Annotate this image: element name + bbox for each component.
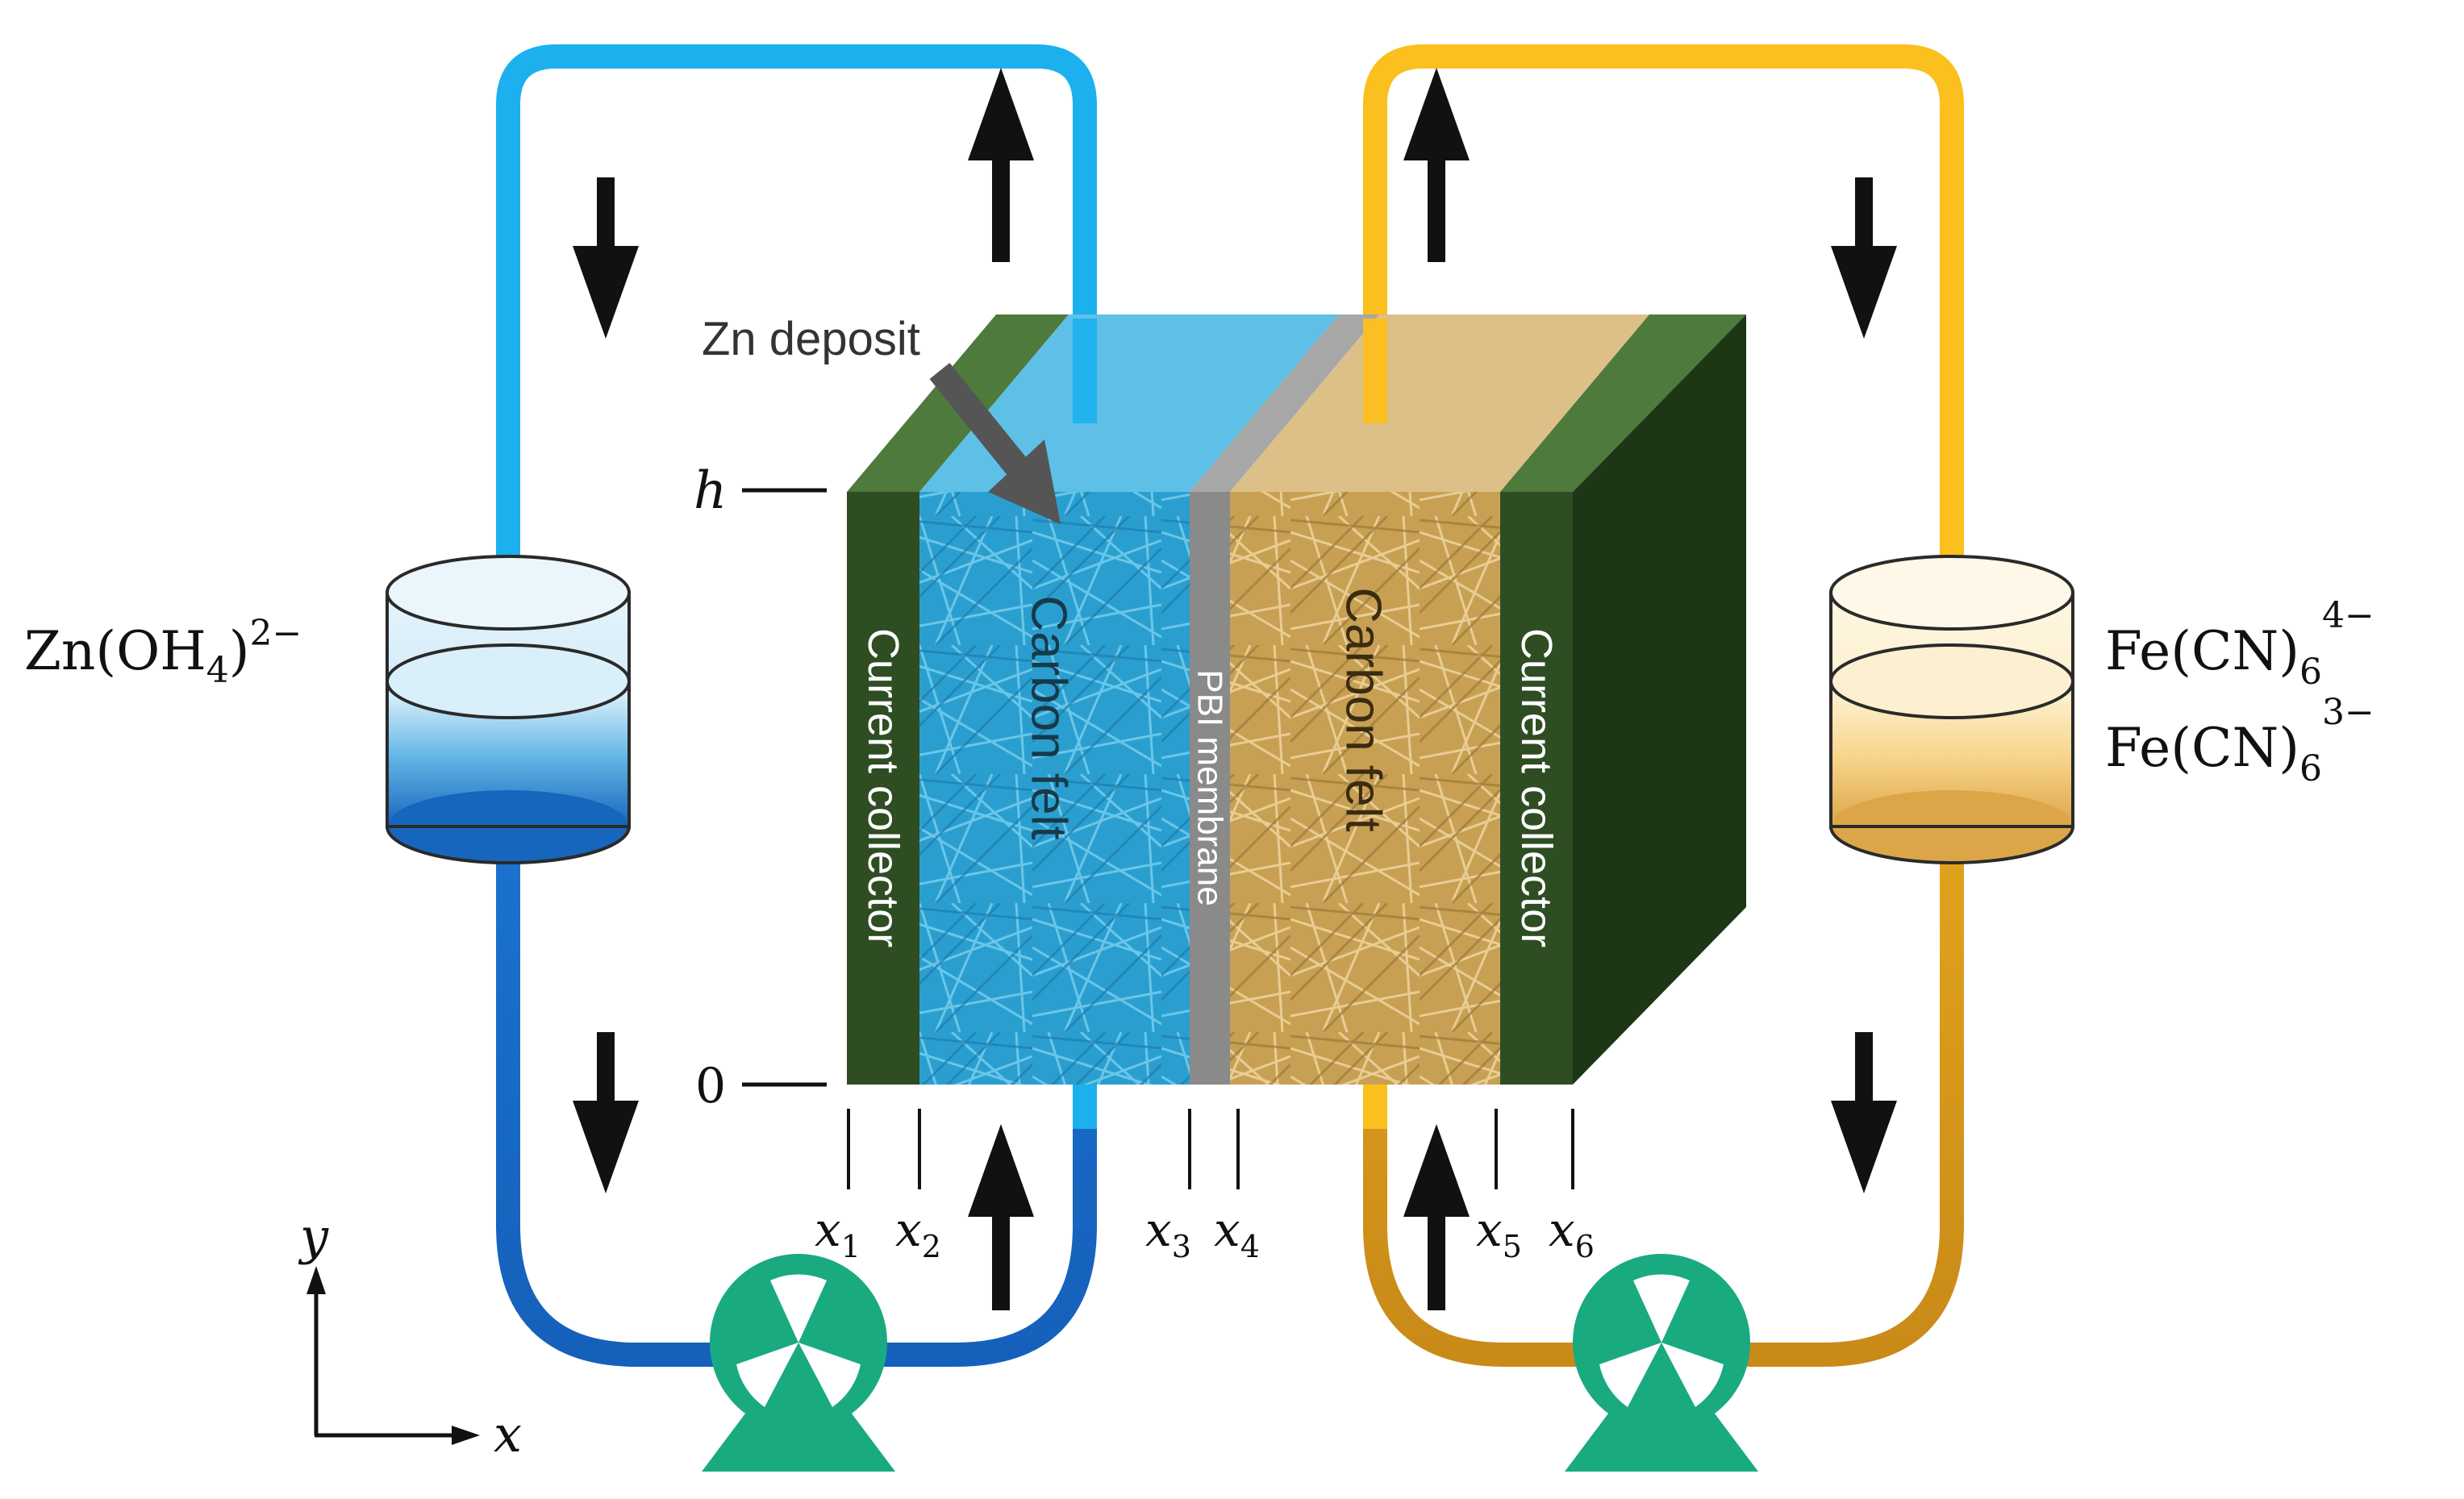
arrow-down-icon (1831, 177, 1897, 339)
arrow-down-icon (573, 1032, 639, 1193)
height-marks: h 0 (694, 461, 827, 1114)
current-collector-left (847, 492, 919, 1085)
catholyte-pump (1565, 1254, 1758, 1472)
top-face-felt-right (1230, 314, 1649, 492)
current-collector-right (1500, 492, 1573, 1085)
arrow-down-icon (573, 177, 639, 339)
pbi-membrane (1190, 492, 1230, 1085)
y-axis-label: y (298, 1207, 329, 1266)
flow-cell: Current collector Carbon felt PBI membra… (847, 314, 1746, 1085)
catholyte-loop (1363, 44, 1964, 1367)
side-face-collector (1573, 314, 1746, 1085)
x-position-labels: x1 x2 x3 x4 x5 x6 (815, 1202, 1595, 1264)
top-face-membrane (1190, 314, 1379, 492)
label-pbi-membrane: PBI membrane (1190, 669, 1230, 906)
anolyte-pump (702, 1254, 895, 1472)
x-position-ticks (847, 1109, 1574, 1189)
zn-deposit-arrow (929, 362, 1061, 524)
coordinate-axes: y x (298, 1207, 522, 1464)
height-mark-bottom: 0 (695, 1058, 726, 1114)
anolyte-loop (496, 44, 1097, 1367)
arrow-up-icon (1403, 68, 1470, 262)
arrow-up-icon (968, 1124, 1034, 1310)
x-position-label: x3 (1145, 1202, 1191, 1264)
height-mark-top: h (694, 461, 727, 521)
catholyte-species-label: Fe(CN)63− (2105, 692, 2374, 789)
label-current-collector-right: Current collector (1512, 628, 1561, 947)
anolyte-pipe (496, 44, 1097, 1367)
catholyte-species-label: Fe(CN)64− (2105, 595, 2374, 693)
label-current-collector-left: Current collector (859, 628, 907, 947)
label-zn-deposit: Zn deposit (702, 313, 920, 365)
flow-arrows (573, 68, 1897, 1310)
label-carbon-felt-right: Carbon felt (1336, 587, 1391, 831)
x-position-label: x2 (895, 1202, 941, 1264)
arrow-down-icon (1831, 1032, 1897, 1193)
carbon-felt-right (1230, 492, 1500, 1085)
anolyte-tank (386, 555, 631, 864)
x-position-label: x6 (1549, 1202, 1595, 1264)
catholyte-pipe (1363, 44, 1964, 1367)
top-face-felt-left (919, 314, 1339, 492)
x-position-label: x4 (1214, 1202, 1260, 1264)
x-position-label: x1 (815, 1202, 861, 1264)
catholyte-tank (1829, 555, 2074, 864)
arrow-up-icon (968, 68, 1034, 262)
arrow-up-icon (1403, 1124, 1470, 1310)
carbon-felt-left (919, 492, 1190, 1085)
label-carbon-felt-left: Carbon felt (1021, 595, 1077, 839)
top-face-collector-right (1500, 314, 1746, 492)
x-position-label: x5 (1476, 1202, 1522, 1264)
anolyte-species-label: Zn(OH4)2− (24, 613, 302, 691)
x-axis-label: x (494, 1405, 522, 1464)
